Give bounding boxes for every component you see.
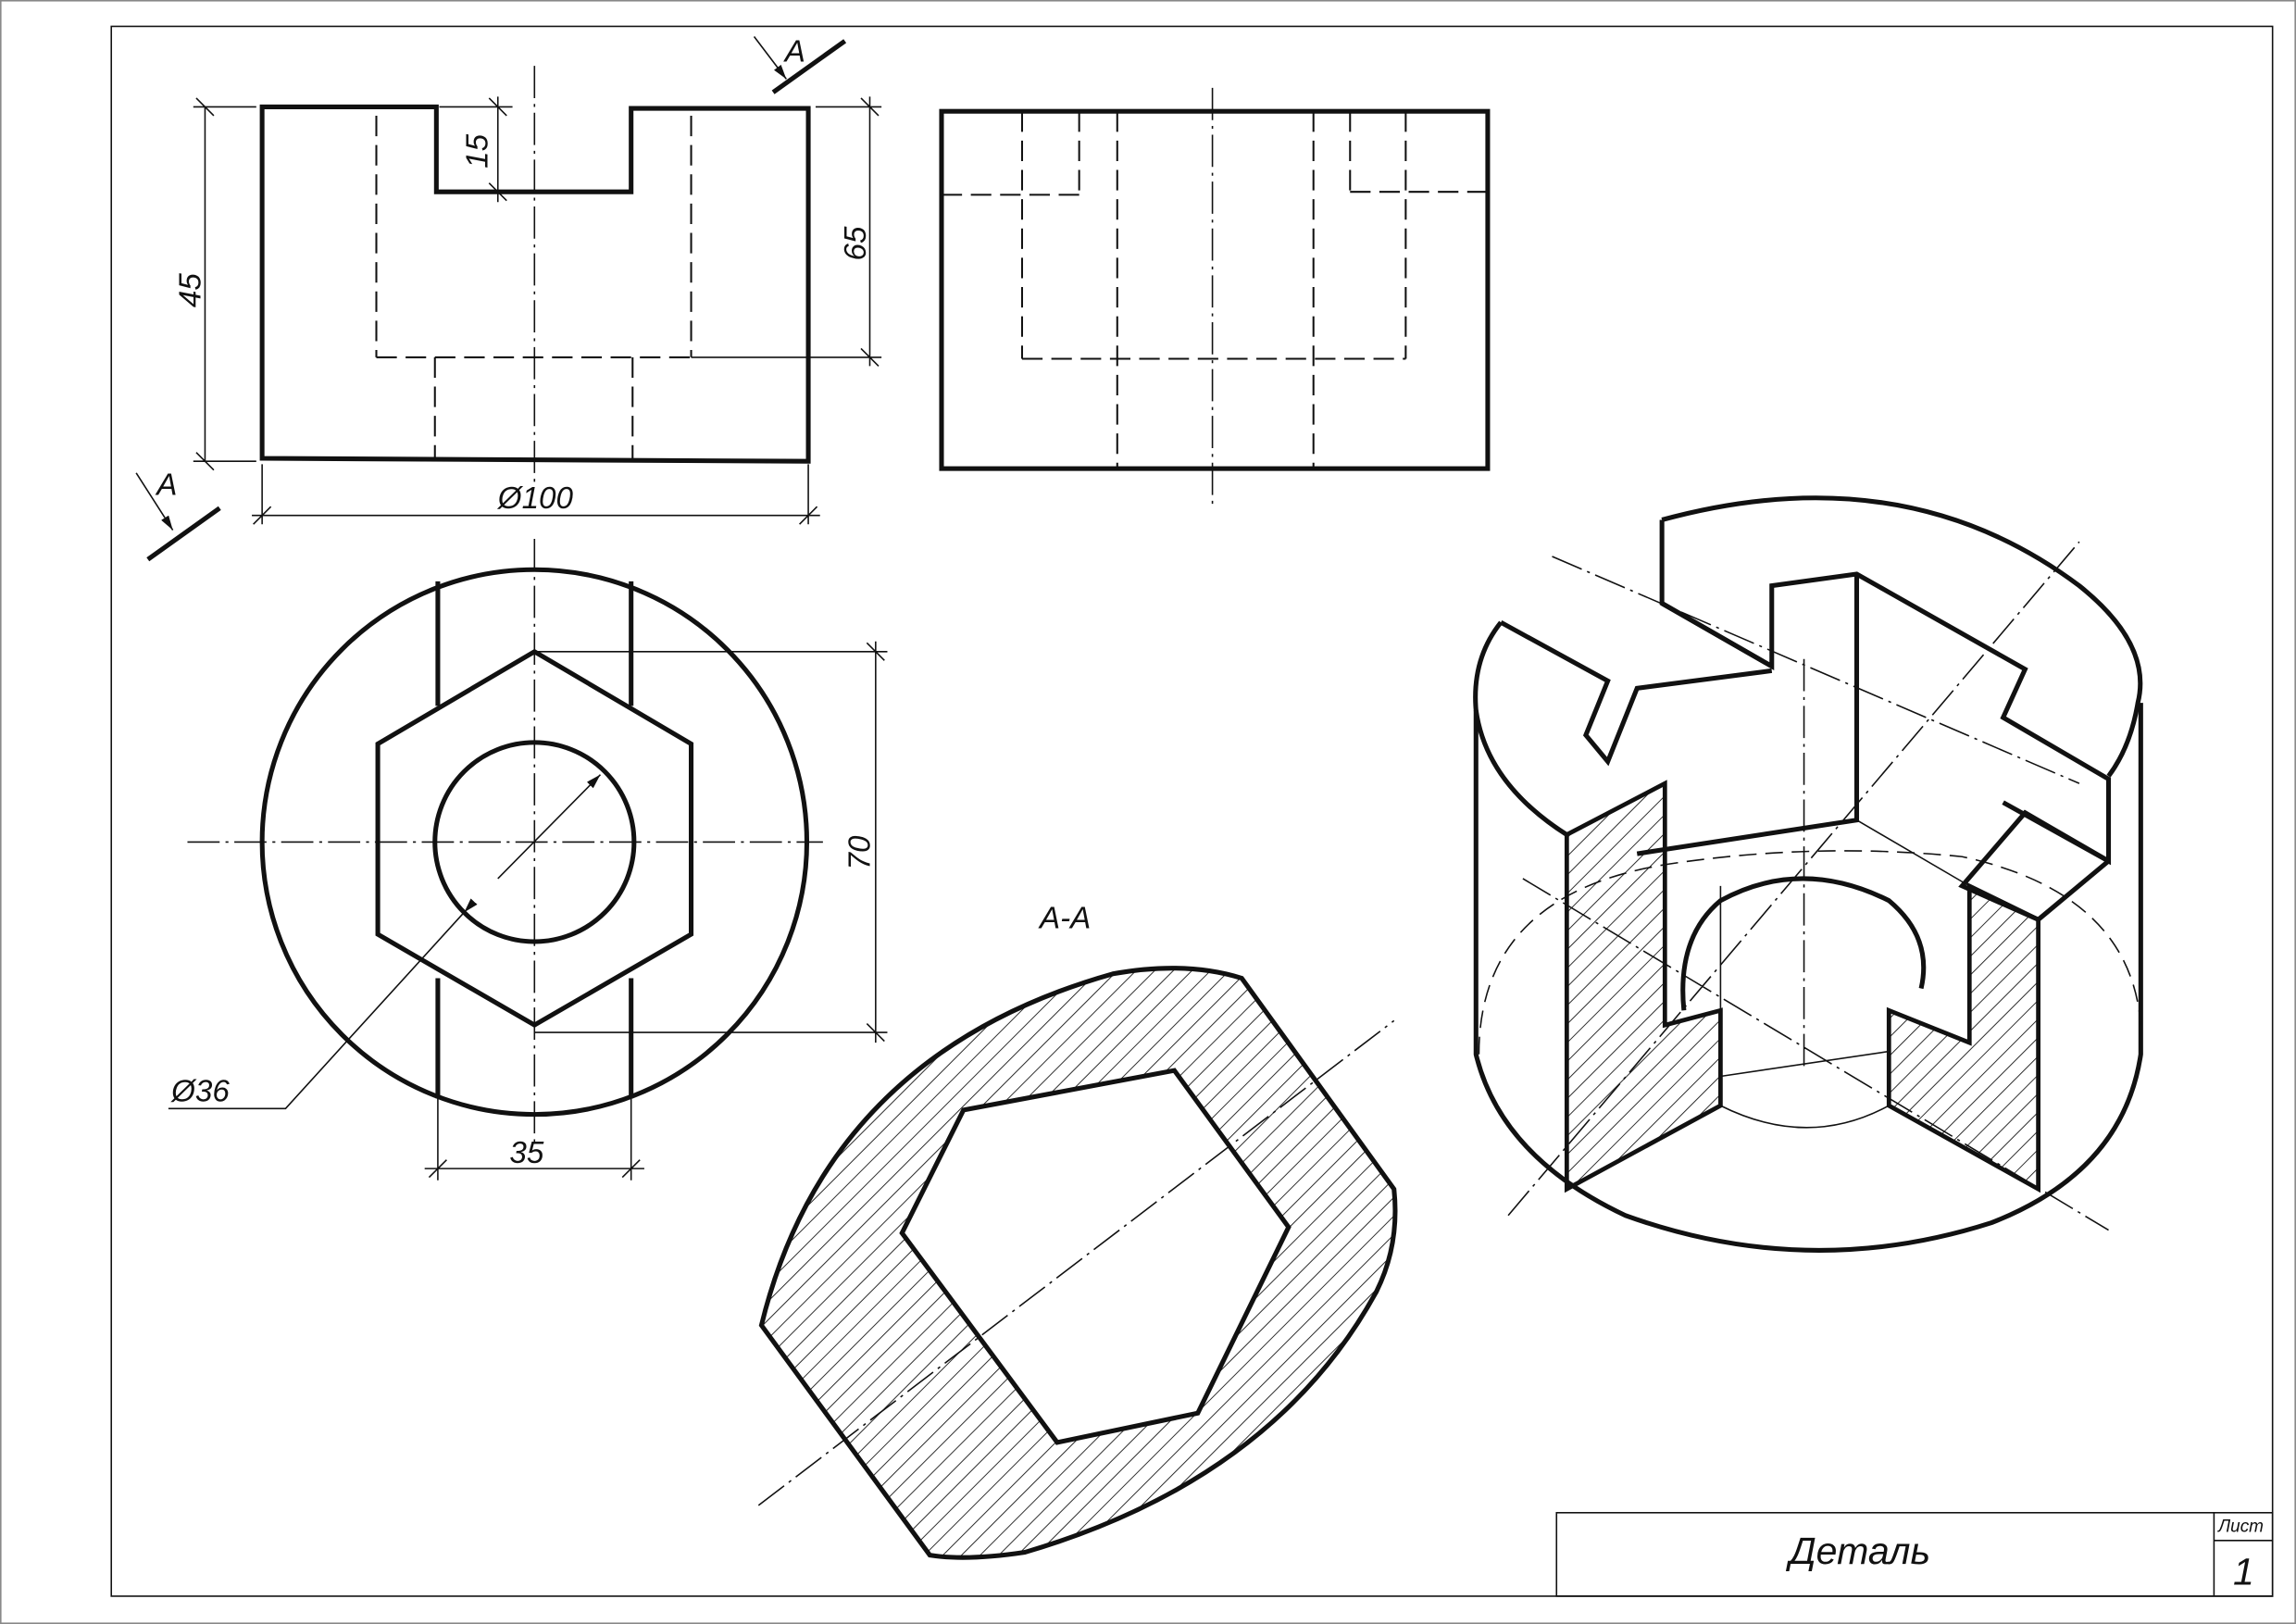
svg-text:A: A (155, 468, 177, 503)
svg-text:65: 65 (839, 226, 873, 260)
sheet-label: Лист (2216, 1517, 2264, 1536)
dimension-70: 70 (534, 641, 888, 1043)
svg-text:35: 35 (509, 1136, 543, 1170)
dimension-diameter-36: Ø36 (168, 774, 602, 1110)
dimension-15: 15 (439, 96, 513, 203)
svg-text:15: 15 (461, 133, 495, 168)
dimension-diameter-100: Ø100 (252, 464, 820, 525)
dimension-35: 35 (424, 1098, 644, 1181)
drawing-frame (110, 25, 2274, 1597)
section-mark-bottom: A (135, 468, 221, 562)
svg-text:70: 70 (842, 835, 877, 869)
section-a-a: A-A (757, 902, 1398, 1560)
svg-text:Ø100: Ø100 (497, 481, 574, 516)
sheet-number: 1 (2233, 1550, 2254, 1593)
isometric-view (1473, 495, 2143, 1253)
title-block: Деталь Лист 1 (1555, 1512, 2274, 1597)
part-name: Деталь (1786, 1530, 1930, 1572)
top-view: 70 Ø36 35 (168, 539, 888, 1181)
dimension-65: 65 (691, 96, 882, 367)
front-view: 45 15 65 Ø100 (174, 66, 882, 525)
svg-text:A-A: A-A (1038, 902, 1091, 936)
svg-text:A: A (783, 34, 805, 69)
dimension-45: 45 (174, 97, 256, 471)
svg-text:45: 45 (174, 273, 208, 307)
section-mark-top: A (753, 34, 847, 94)
svg-text:Ø36: Ø36 (170, 1074, 230, 1108)
side-view (939, 87, 1491, 510)
